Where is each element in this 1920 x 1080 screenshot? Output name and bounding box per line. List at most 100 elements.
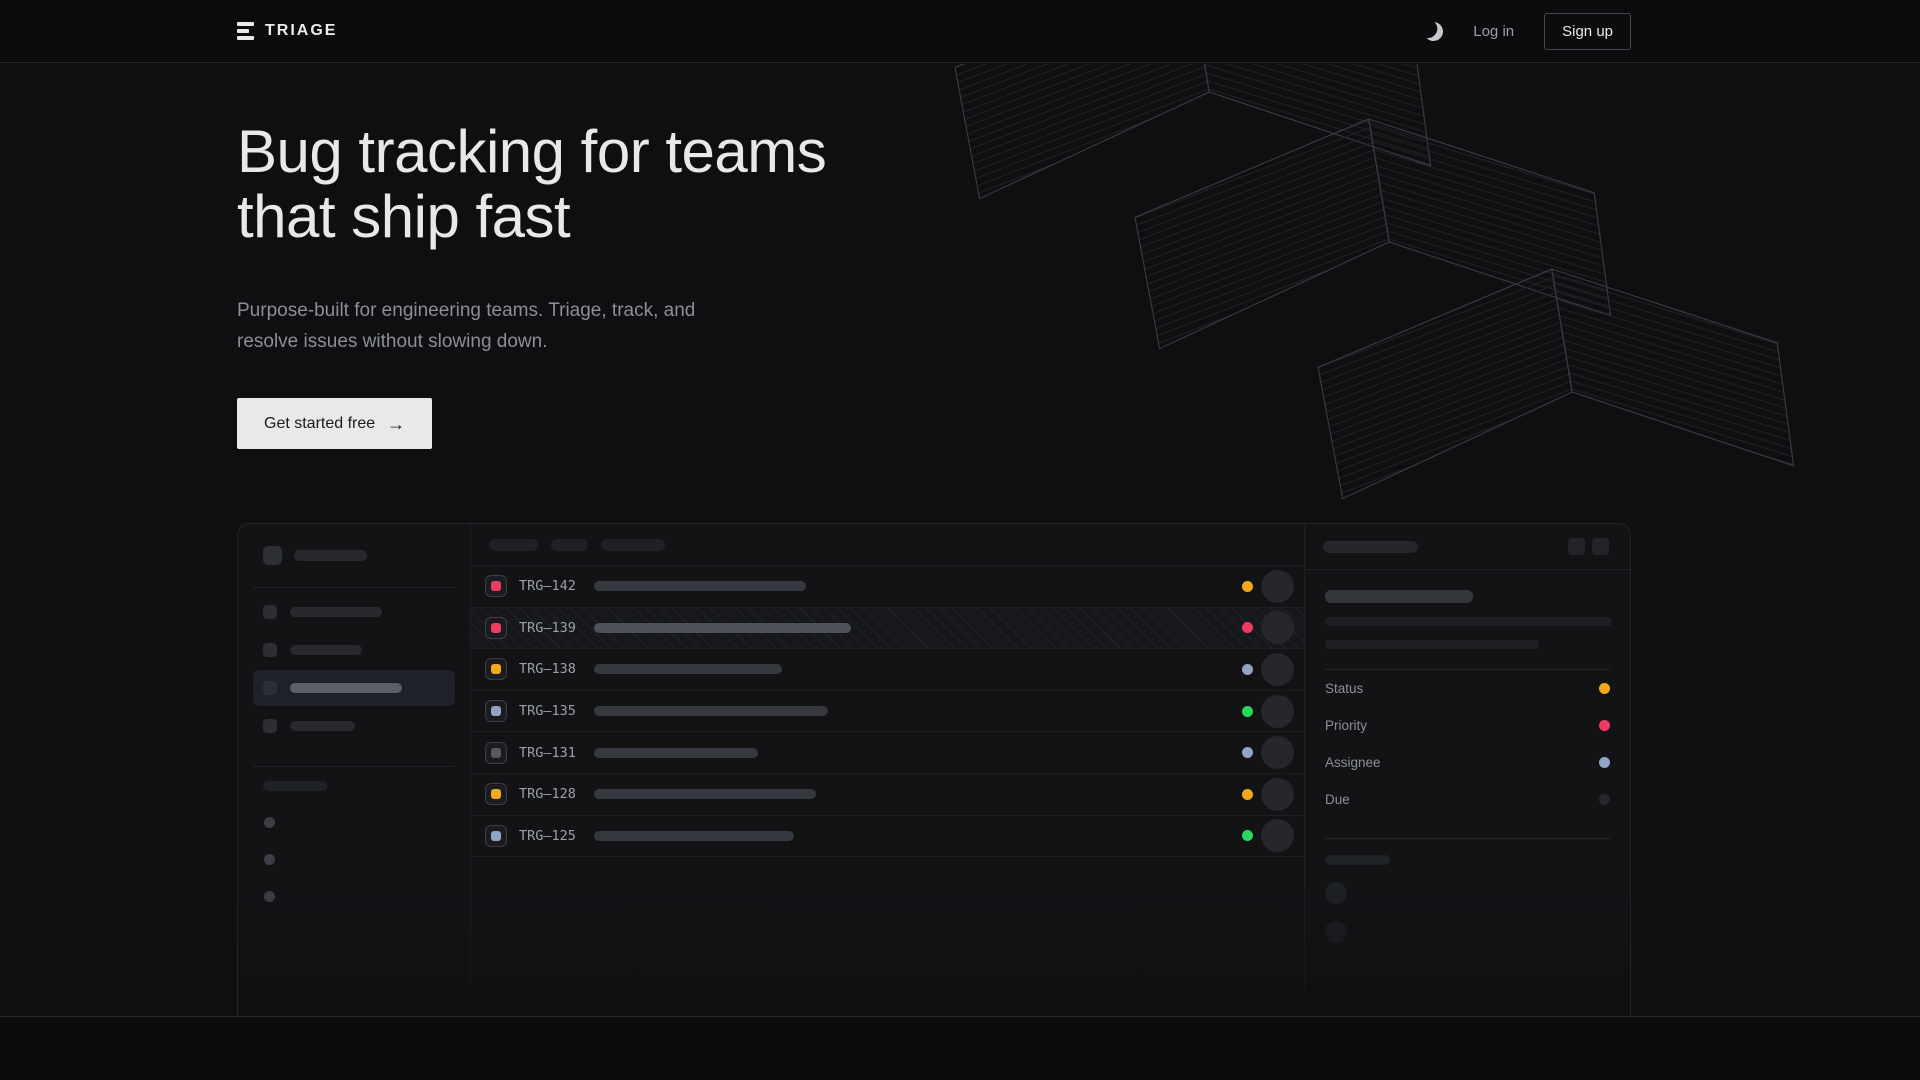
triage-logo-icon <box>237 22 254 40</box>
nav-label-placeholder <box>290 645 362 655</box>
nav-icon-placeholder <box>263 643 277 657</box>
workspace-name-placeholder <box>294 550 367 561</box>
sidebar-divider <box>253 587 455 588</box>
mockup-issue-row: TRG–139 <box>471 607 1304 650</box>
sidebar-dot-placeholder <box>264 854 275 865</box>
issue-type-icon <box>485 741 507 764</box>
issue-id: TRG–125 <box>519 827 576 844</box>
property-label: Status <box>1325 681 1364 696</box>
mockup-issue-list: TRG–142 TRG–139 TRG–138 TRG–135 TRG– <box>471 524 1304 1016</box>
property-value-dot <box>1599 720 1610 731</box>
panel-property-row: Priority <box>1325 707 1610 744</box>
assignee-avatar <box>1261 694 1294 728</box>
issue-title-placeholder <box>594 789 816 800</box>
property-value-dot <box>1599 683 1610 694</box>
nav-icon-placeholder <box>263 719 277 733</box>
app-mockup-card: TRG–142 TRG–139 TRG–138 TRG–135 TRG– <box>237 523 1631 1016</box>
issue-title-placeholder <box>594 581 806 592</box>
sidebar-dot-placeholder <box>264 891 275 902</box>
panel-divider <box>1325 838 1610 839</box>
hero-heading-line1: Bug tracking for teams <box>237 118 827 185</box>
sidebar-section-label-placeholder <box>263 781 327 791</box>
mockup-issue-row: TRG–125 <box>471 816 1304 858</box>
nav-label-placeholder <box>290 721 355 731</box>
hero-heading: Bug tracking for teams that ship fast <box>237 118 827 250</box>
issue-status-dot <box>1242 622 1253 634</box>
mockup-issue-row: TRG–128 <box>471 774 1304 816</box>
toolbar-tab-placeholder <box>551 538 588 551</box>
get-started-button[interactable]: Get started free → <box>237 398 433 449</box>
panel-section-label-placeholder <box>1325 855 1390 865</box>
issue-status-dot <box>1242 788 1253 800</box>
issue-id: TRG–139 <box>519 619 576 636</box>
sidebar-dot-placeholder <box>264 817 275 828</box>
panel-property-row: Status <box>1325 670 1610 707</box>
issue-status-dot <box>1242 705 1253 717</box>
toolbar-tab-placeholder <box>601 538 665 551</box>
mockup-sidebar <box>238 524 471 1016</box>
issue-row-meta <box>1242 694 1294 728</box>
nav-icon-placeholder <box>263 681 277 695</box>
property-label: Assignee <box>1325 755 1381 770</box>
get-started-label: Get started free <box>264 414 376 432</box>
activity-avatar-placeholder <box>1325 921 1347 943</box>
assignee-avatar <box>1261 736 1294 770</box>
assignee-avatar <box>1261 611 1294 645</box>
workspace-avatar-placeholder <box>263 546 282 565</box>
hero-section: Bug tracking for teams that ship fast Pu… <box>0 64 1920 1016</box>
panel-activity-avatars <box>1325 882 1610 943</box>
assignee-avatar <box>1261 819 1294 853</box>
issue-row-meta <box>1242 819 1294 853</box>
panel-divider <box>1325 669 1610 670</box>
issue-row-meta <box>1242 777 1294 811</box>
property-value-dot <box>1599 794 1610 805</box>
panel-header-buttons <box>1568 538 1609 555</box>
panel-button-placeholder <box>1592 538 1609 555</box>
sidebar-divider <box>253 766 455 767</box>
mockup-issue-row: TRG–142 <box>471 566 1304 608</box>
top-navigation-bar: TRIAGE Log in Sign up <box>0 0 1920 63</box>
mockup-nav-item <box>253 708 455 744</box>
property-value-dot <box>1599 757 1610 768</box>
panel-property-row: Due <box>1325 781 1610 818</box>
issue-id: TRG–142 <box>519 578 576 595</box>
assignee-avatar <box>1261 569 1294 603</box>
panel-property-row: Assignee <box>1325 744 1610 781</box>
issue-description-placeholder <box>1325 640 1539 649</box>
mockup-nav-item <box>253 594 455 630</box>
issue-type-icon <box>485 575 507 598</box>
panel-header <box>1305 524 1630 570</box>
nav-label-placeholder <box>290 683 402 693</box>
mockup-nav-list <box>238 594 470 744</box>
hero-heading-line2: that ship fast <box>237 182 571 250</box>
issue-type-icon <box>485 700 507 723</box>
mockup-detail-panel: Status Priority Assignee Due <box>1304 524 1630 1016</box>
issue-row-meta <box>1242 611 1294 645</box>
issue-id: TRG–131 <box>519 744 576 761</box>
issue-id: TRG–135 <box>519 703 576 720</box>
issue-type-icon <box>485 658 507 681</box>
sidebar-dot-list <box>238 817 470 902</box>
login-link[interactable]: Log in <box>1473 22 1515 40</box>
header-actions: Log in Sign up <box>1422 12 1631 50</box>
mockup-list-toolbar <box>471 524 1304 566</box>
activity-avatar-placeholder <box>1325 882 1347 904</box>
issue-status-dot <box>1242 663 1253 675</box>
issue-description-placeholder <box>1325 617 1612 626</box>
brand-logo[interactable]: TRIAGE <box>237 22 337 40</box>
panel-properties: Status Priority Assignee Due <box>1325 670 1610 818</box>
issue-row-meta <box>1242 652 1294 686</box>
signup-button[interactable]: Sign up <box>1544 12 1631 50</box>
issue-title-placeholder <box>1325 590 1473 603</box>
issue-type-icon <box>485 783 507 806</box>
dark-mode-toggle-moon-icon[interactable] <box>1422 20 1445 43</box>
issue-title-placeholder <box>594 706 828 717</box>
brand-name: TRIAGE <box>265 22 338 39</box>
issue-status-dot <box>1242 580 1253 592</box>
issue-status-dot <box>1242 830 1253 842</box>
mockup-issue-row: TRG–135 <box>471 691 1304 733</box>
mockup-issue-rows: TRG–142 TRG–139 TRG–138 TRG–135 TRG– <box>471 566 1304 858</box>
hero-subtitle: Purpose-built for engineering teams. Tri… <box>237 300 696 352</box>
issue-status-dot <box>1242 747 1253 759</box>
property-label: Priority <box>1325 718 1368 733</box>
